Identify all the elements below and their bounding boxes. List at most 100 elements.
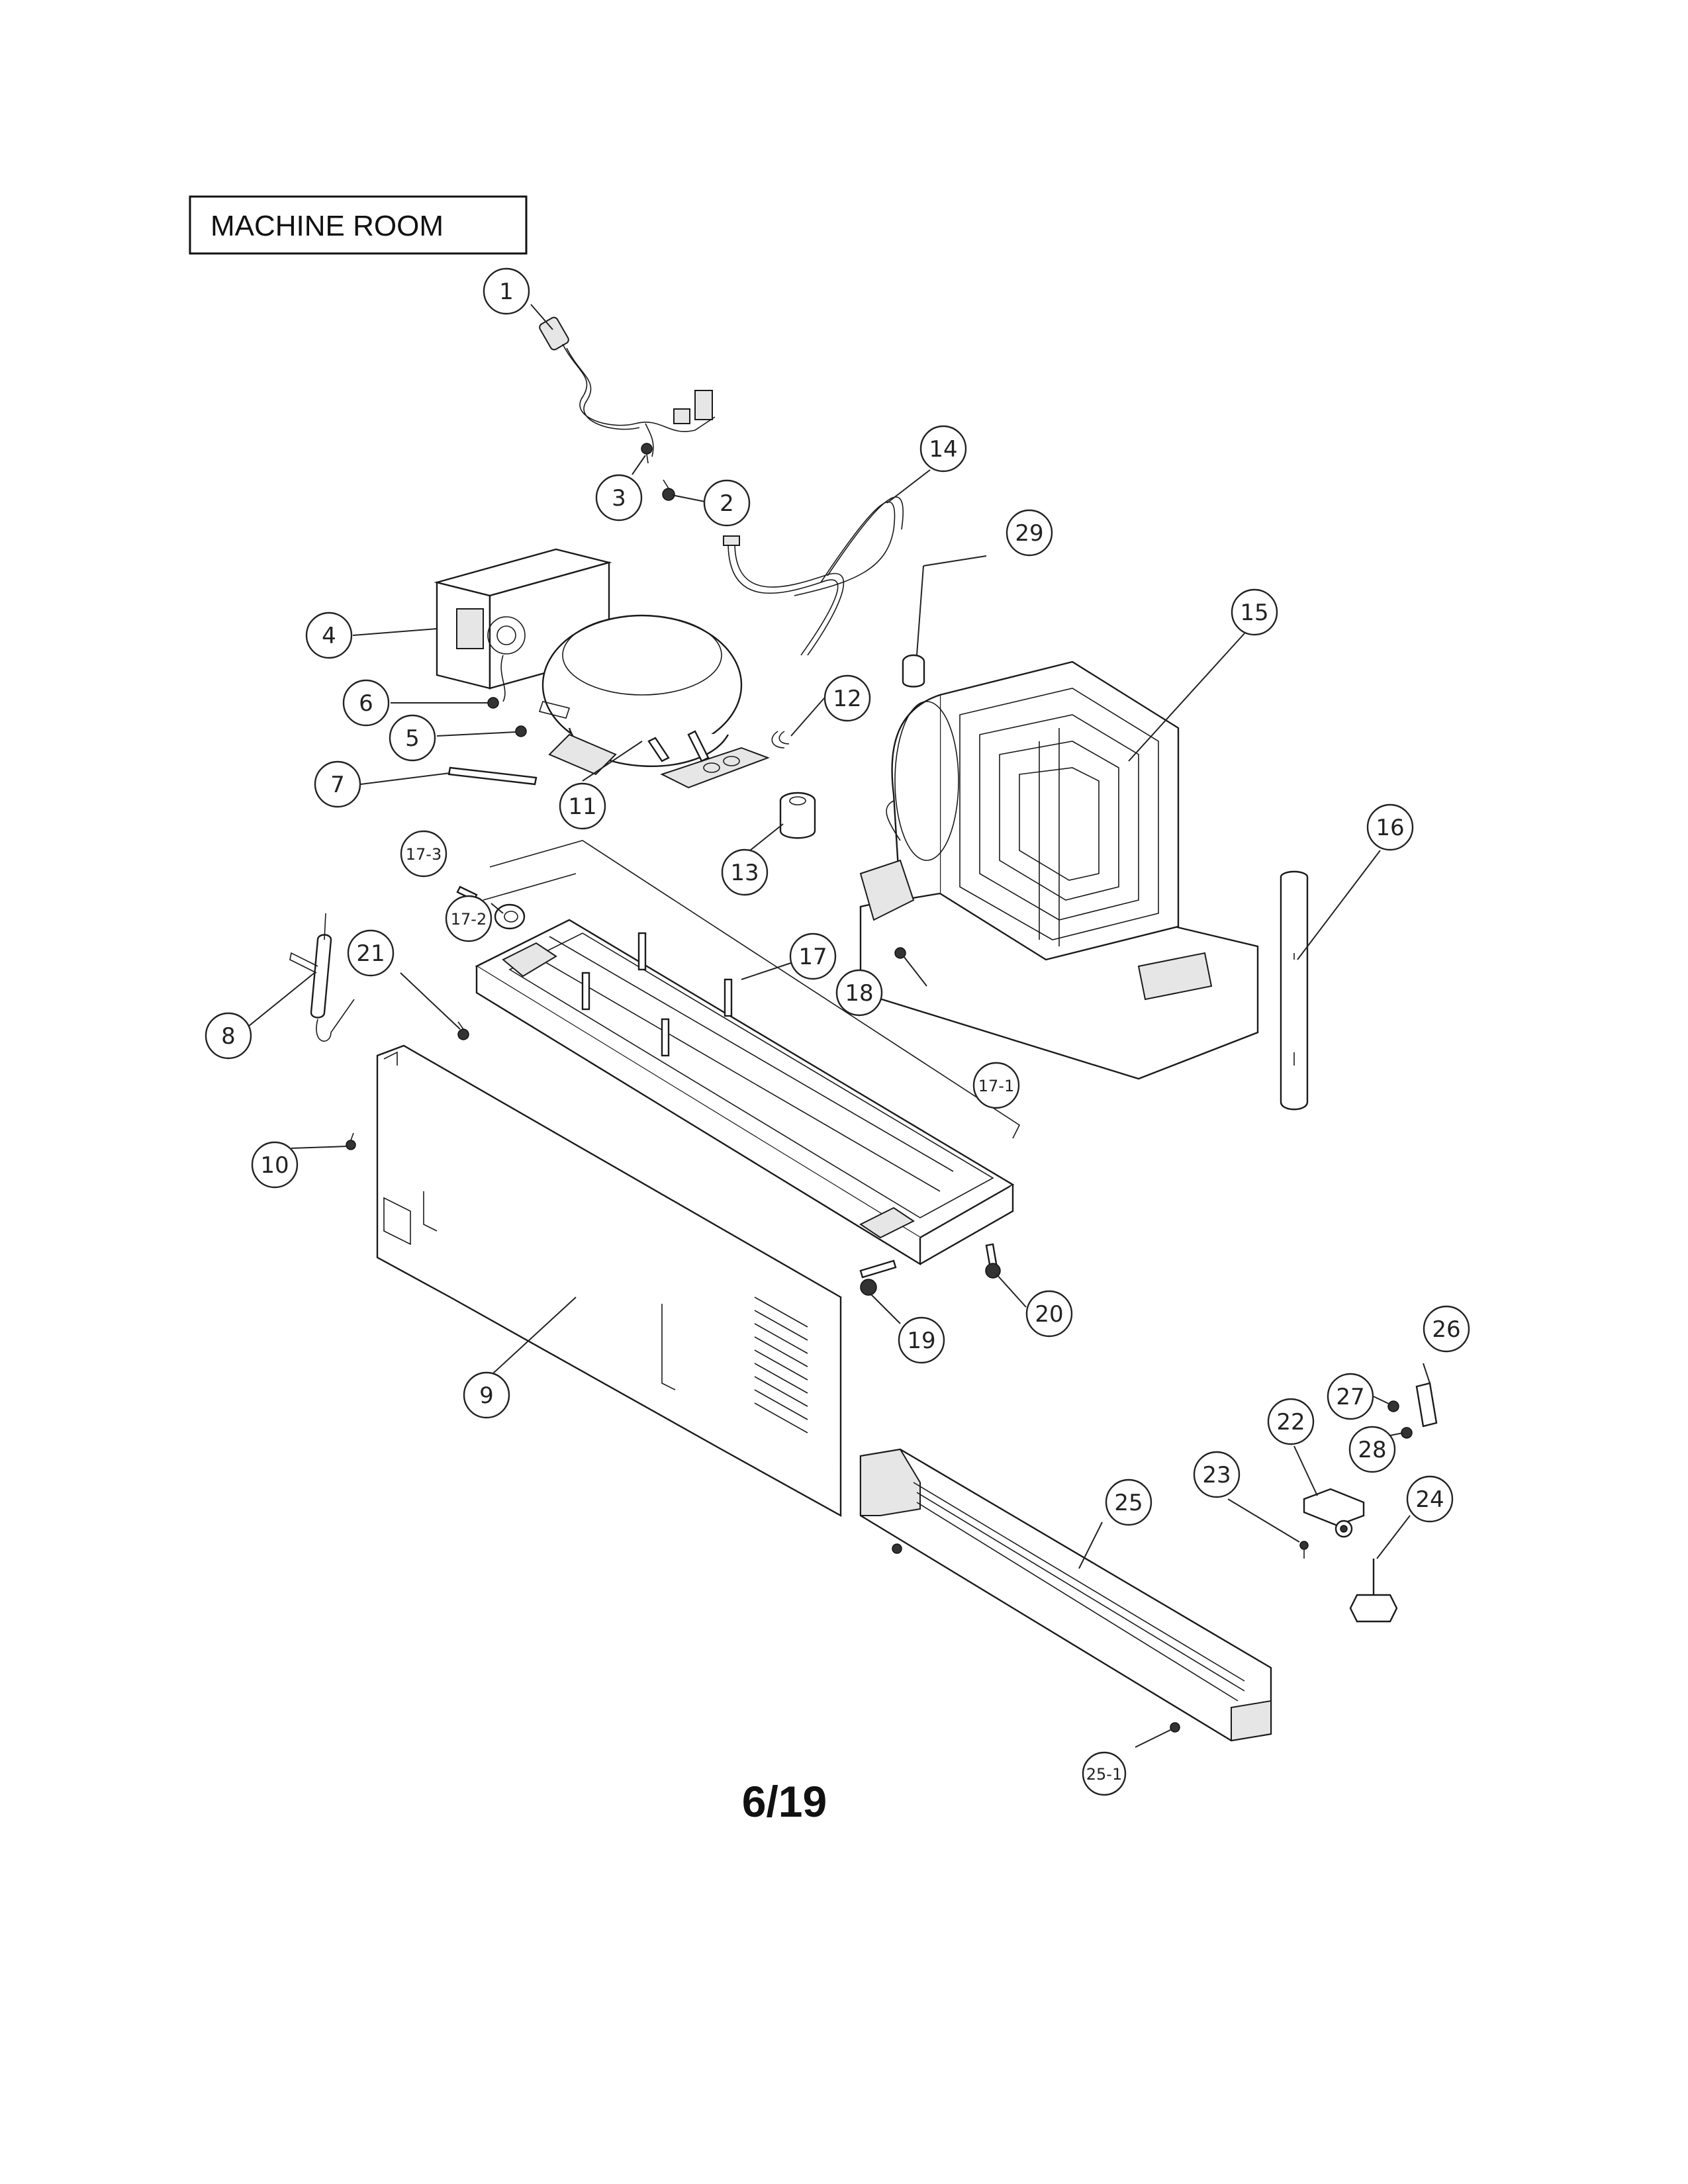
part-24-leveling-foot: [1349, 1559, 1398, 1623]
callout-10: 10: [251, 1141, 299, 1189]
callout-19: 19: [898, 1316, 945, 1364]
svg-text:20: 20: [1035, 1301, 1063, 1328]
part-17-base-frame: [475, 919, 1015, 1266]
part-27-screw: [1387, 1400, 1399, 1412]
callout-2: 2: [703, 479, 751, 527]
svg-text:17-3: 17-3: [406, 845, 442, 864]
svg-text:22: 22: [1276, 1409, 1305, 1435]
callout-27: 27: [1327, 1373, 1374, 1420]
part-11-compressor: [538, 614, 770, 789]
part-16-pipe: [1280, 870, 1309, 1111]
callout-7: 7: [314, 760, 361, 808]
part-22-roller-bracket: [1303, 1488, 1365, 1538]
svg-text:7: 7: [330, 772, 345, 798]
svg-text:25: 25: [1114, 1490, 1143, 1516]
svg-text:17-2: 17-2: [451, 910, 487, 929]
part-17-2-bushing: [494, 903, 526, 930]
callout-18: 18: [835, 969, 883, 1017]
part-9-cover-panel: [376, 1044, 842, 1518]
svg-text:3: 3: [612, 485, 626, 512]
svg-text:17-1: 17-1: [978, 1077, 1014, 1095]
svg-text:15: 15: [1240, 600, 1268, 626]
callout-23: 23: [1193, 1451, 1241, 1498]
svg-text:29: 29: [1015, 520, 1043, 547]
part-1-power-cord: [539, 316, 716, 457]
part-17-1-bracket: [483, 840, 1021, 1139]
callout-17-2: 17-2: [445, 895, 492, 942]
svg-text:1: 1: [499, 279, 514, 305]
part-18-screw: [894, 947, 906, 959]
svg-text:17: 17: [798, 944, 827, 970]
svg-text:16: 16: [1376, 815, 1404, 841]
callout-13: 13: [721, 848, 769, 896]
part-13-grommet: [779, 792, 816, 839]
callout-20: 20: [1025, 1290, 1073, 1338]
callout-11: 11: [559, 782, 606, 830]
part-25-front-rail: [859, 1448, 1272, 1742]
part-20-screw: [985, 1243, 1001, 1279]
svg-text:18: 18: [845, 980, 873, 1007]
callout-24: 24: [1406, 1475, 1454, 1523]
part-25-screw: [892, 1543, 902, 1554]
svg-text:4: 4: [322, 623, 336, 649]
svg-text:26: 26: [1432, 1316, 1460, 1343]
callout-4: 4: [305, 612, 353, 659]
part-8-drier: [289, 913, 355, 1042]
part-6-screw: [487, 697, 499, 709]
svg-text:19: 19: [907, 1328, 935, 1354]
leader-lines: [244, 304, 1430, 1748]
part-2-screw: [662, 479, 675, 501]
callout-17: 17: [789, 933, 837, 980]
svg-text:10: 10: [260, 1152, 289, 1179]
callout-29: 29: [1006, 509, 1053, 557]
callout-17-3: 17-3: [400, 830, 447, 878]
part-26-bracket: [1415, 1382, 1438, 1428]
callout-1: 1: [483, 267, 530, 315]
page-number: 6/19: [742, 1777, 827, 1826]
callout-25: 25: [1105, 1479, 1152, 1526]
part-14-tube: [723, 496, 904, 656]
svg-text:21: 21: [356, 940, 385, 967]
svg-text:25-1: 25-1: [1086, 1765, 1122, 1784]
title-box: MACHINE ROOM: [189, 195, 528, 255]
svg-text:6: 6: [359, 690, 373, 717]
callout-8: 8: [205, 1012, 252, 1060]
part-29-cap: [902, 654, 925, 688]
svg-text:28: 28: [1358, 1437, 1386, 1463]
part-25-1-screw: [1170, 1722, 1180, 1733]
svg-text:13: 13: [730, 860, 759, 886]
callout-6: 6: [342, 679, 390, 727]
callout-3: 3: [595, 474, 643, 522]
callout-17-1: 17-1: [972, 1062, 1020, 1109]
callout-22: 22: [1267, 1398, 1315, 1445]
callout-12: 12: [823, 674, 871, 722]
callout-26: 26: [1423, 1305, 1470, 1353]
callouts: 1 2 3 4 5 6 7 8 9 10 11 12 13 14 15 16 1…: [205, 267, 1470, 1796]
callout-28: 28: [1348, 1426, 1396, 1473]
callout-14: 14: [919, 425, 967, 473]
callout-5: 5: [389, 714, 436, 762]
svg-text:5: 5: [405, 725, 420, 752]
part-21-screw: [457, 1021, 469, 1040]
svg-text:12: 12: [833, 686, 861, 712]
svg-text:11: 11: [568, 794, 596, 820]
svg-text:27: 27: [1336, 1384, 1364, 1410]
part-12-clip: [771, 731, 790, 749]
svg-text:24: 24: [1415, 1486, 1444, 1513]
part-15-condenser-assembly: [859, 660, 1259, 1080]
diagram-title: MACHINE ROOM: [211, 210, 444, 242]
callout-9: 9: [463, 1371, 510, 1419]
part-5-screw: [515, 725, 527, 737]
part-7-rod: [447, 766, 538, 786]
svg-text:23: 23: [1202, 1462, 1231, 1488]
part-3-screw: [641, 443, 653, 464]
svg-text:14: 14: [929, 436, 957, 463]
svg-text:2: 2: [720, 490, 734, 517]
part-23-screw: [1299, 1541, 1309, 1559]
callout-15: 15: [1231, 588, 1278, 636]
part-19-screw: [859, 1259, 897, 1296]
callout-25-1: 25-1: [1082, 1751, 1127, 1796]
callout-21: 21: [347, 929, 395, 977]
part-10-screw: [346, 1132, 356, 1150]
